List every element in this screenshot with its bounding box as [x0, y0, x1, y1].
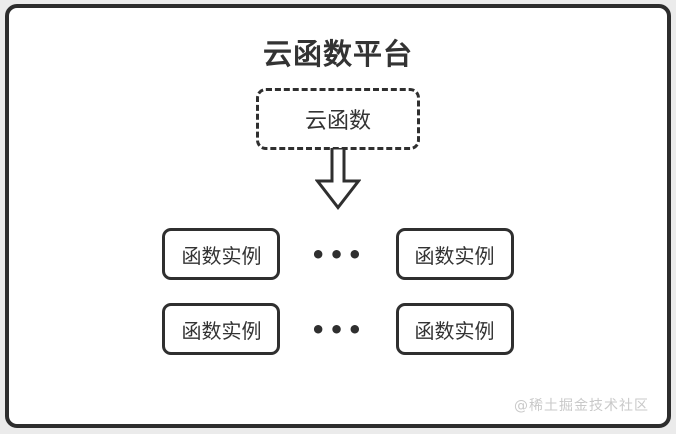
function-instance-node: 函数实例	[395, 303, 514, 355]
function-instance-label: 函数实例	[414, 243, 495, 268]
function-instance-label: 函数实例	[414, 318, 495, 343]
instance-row-1: 函数实例 ••• 函数实例	[9, 228, 667, 280]
function-instance-node: 函数实例	[162, 228, 281, 280]
down-arrow-icon	[9, 148, 667, 210]
function-instance-node: 函数实例	[395, 228, 514, 280]
ellipsis-dots: •••	[310, 241, 366, 269]
instance-row-2: 函数实例 ••• 函数实例	[9, 303, 667, 355]
diagram-card: 云函数平台 云函数 函数实例 ••• 函数实例 函数实例 ••• 函数实例 @稀…	[5, 4, 671, 428]
function-instance-label: 函数实例	[181, 318, 262, 343]
diagram-title: 云函数平台	[262, 37, 413, 71]
cloud-function-label: 云函数	[304, 109, 371, 134]
ellipsis-dots: •••	[310, 316, 366, 344]
function-instance-node: 函数实例	[162, 303, 281, 355]
function-instance-label: 函数实例	[181, 243, 262, 268]
watermark: @稀土掘金技术社区	[514, 398, 649, 414]
cloud-function-node: 云函数	[256, 88, 420, 150]
